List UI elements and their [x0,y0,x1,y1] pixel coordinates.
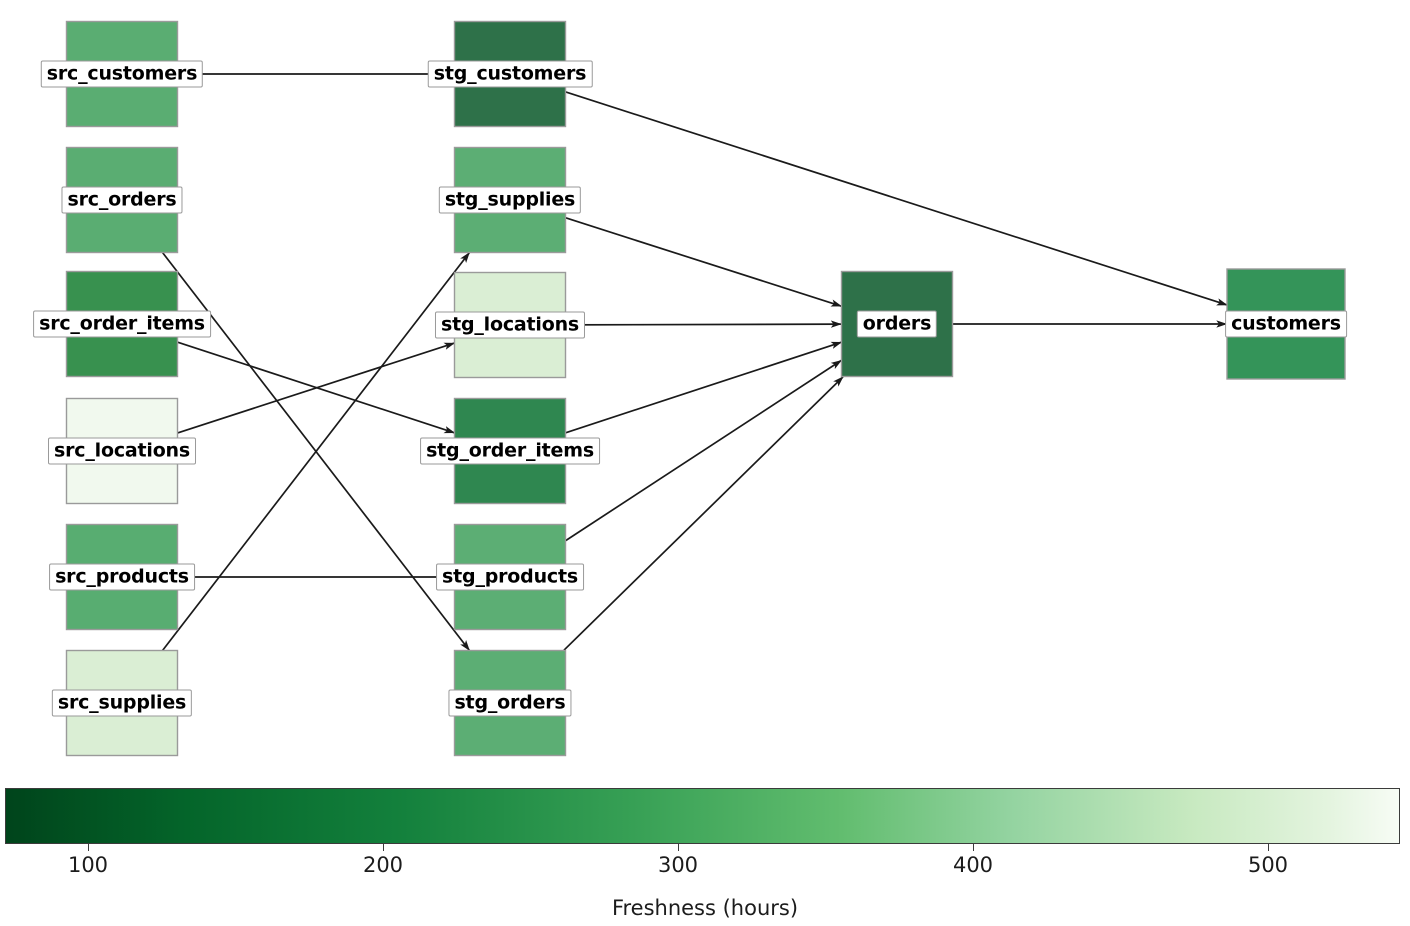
colorbar-tick-mark [383,844,384,851]
colorbar-tick-label: 200 [362,853,404,877]
edge-src_locations-to-stg_locations [177,342,456,434]
node-label-src_orders[interactable]: src_orders [61,186,183,214]
edge-stg_supplies-to-orders [565,217,843,307]
node-layer [65,20,1346,757]
edge-stg_orders-to-orders [563,376,844,651]
colorbar-tick-label: 400 [952,853,994,877]
node-label-src_supplies[interactable]: src_supplies [51,689,193,717]
colorbar-axis-label: Freshness (hours) [611,896,799,920]
node-label-stg_products[interactable]: stg_products [436,563,584,591]
node-label-orders[interactable]: orders [856,310,938,338]
node-label-src_products[interactable]: src_products [49,563,195,591]
node-label-src_customers[interactable]: src_customers [40,60,204,88]
edge-stg_locations-to-orders [565,320,842,328]
colorbar-tick-layer: 100 200 300 400 500 [0,844,1410,894]
colorbar-tick-label: 100 [67,853,109,877]
colorbar-tick-label: 500 [1247,853,1289,877]
node-label-stg_locations[interactable]: stg_locations [434,311,586,339]
edge-src_supplies-to-stg_supplies [161,252,471,651]
edge-stg_products-to-orders [565,359,843,542]
colorbar-tick-mark [678,844,679,851]
node-label-stg_orders[interactable]: stg_orders [448,689,572,717]
colorbar-tick-mark [973,844,974,851]
node-label-stg_supplies[interactable]: stg_supplies [438,186,582,214]
edge-stg_customers-to-customers [565,91,1228,306]
node-label-stg_customers[interactable]: stg_customers [427,60,593,88]
colorbar-gradient [5,788,1400,844]
colorbar-tick-label: 300 [657,853,699,877]
node-label-src_locations[interactable]: src_locations [48,437,196,465]
colorbar-tick-mark [1268,844,1269,851]
colorbar-tick-mark [88,844,89,851]
node-label-customers[interactable]: customers [1225,310,1347,338]
colorbar [5,788,1400,844]
edge-stg_order_items-to-orders [565,341,843,434]
edge-layer [161,73,1228,651]
node-label-stg_order_items[interactable]: stg_order_items [420,437,600,465]
lineage-graph-canvas [65,20,1346,757]
node-label-src_order_items[interactable]: src_order_items [33,310,211,338]
